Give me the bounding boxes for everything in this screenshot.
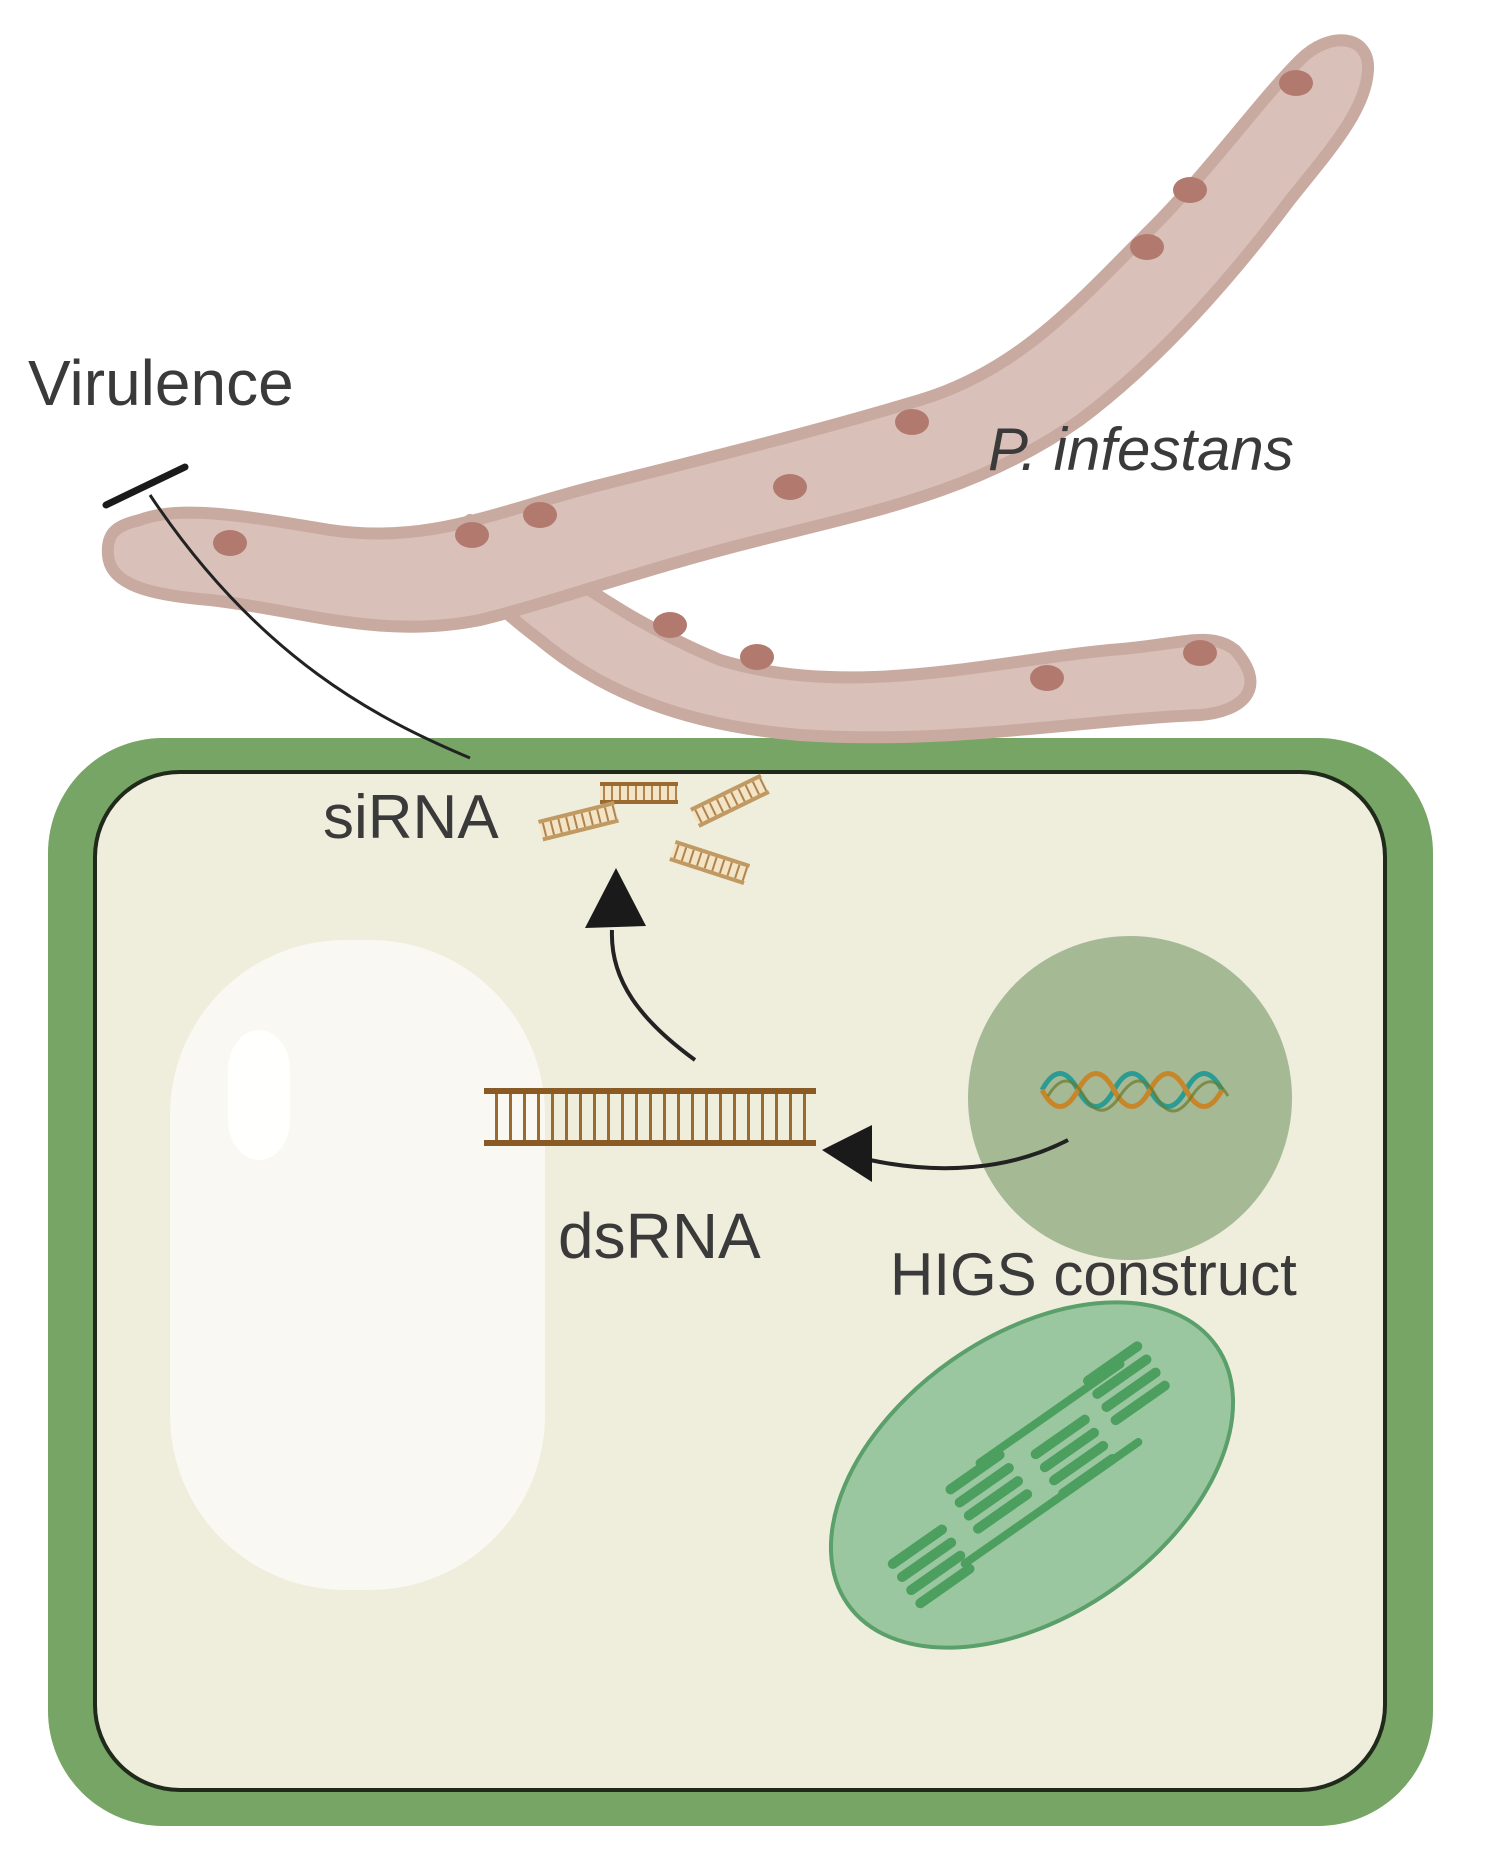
inhibition-bar-icon xyxy=(102,463,189,509)
sirna-fragment xyxy=(690,773,770,828)
arrow-dsrna-to-sirna xyxy=(585,868,697,1062)
nucleus-icon xyxy=(968,936,1292,1260)
sirna-fragments-icon xyxy=(538,773,770,886)
label-dsrna: dsRNA xyxy=(558,1200,761,1272)
dna-helix-icon xyxy=(1039,1071,1230,1113)
vacuole-icon xyxy=(170,940,545,1590)
chloroplast-icon xyxy=(828,1300,1236,1650)
label-construct: HIGS construct xyxy=(890,1241,1297,1308)
label-virulence: Virulence xyxy=(28,347,294,419)
arrow-construct-to-dsrna xyxy=(822,1125,1069,1182)
dsrna-ladder-icon xyxy=(484,1088,816,1146)
inhibition-sirna-to-virulence xyxy=(102,463,471,760)
sirna-fragment xyxy=(669,840,751,886)
label-pathogen: P. infestans xyxy=(988,416,1294,483)
sirna-fragment xyxy=(600,782,678,804)
sirna-fragment xyxy=(538,801,620,842)
label-sirna: siRNA xyxy=(323,783,499,852)
hypha-icon xyxy=(101,34,1374,744)
